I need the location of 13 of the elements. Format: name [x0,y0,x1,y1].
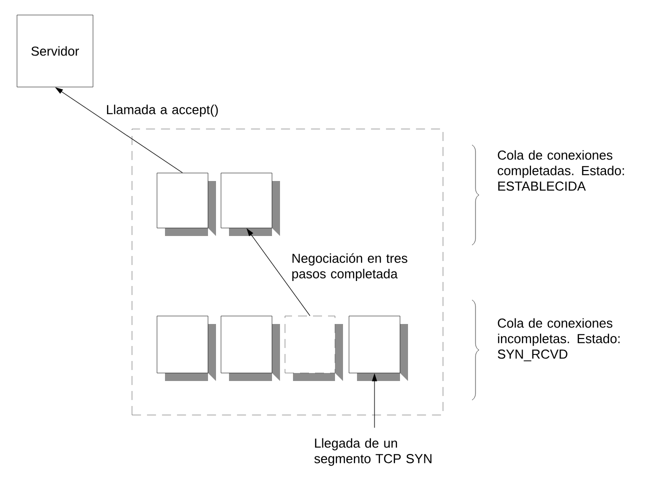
server-box: Servidor [16,14,94,88]
queue-box [348,316,400,374]
edge-label: Llamada a accept() [107,104,218,117]
dashed-queue-box [284,316,336,374]
caption-text: Llegada de un segmento TCP SYN [314,438,432,466]
queue-box [156,172,208,228]
queue-label: Cola de conexiones incompletas. Estado: SYN_RCVD [498,318,620,362]
queue-box [220,172,272,228]
queue-box [220,316,272,374]
edge-label: Negociación en tres pasos completada [292,253,408,281]
queue-label: Cola de conexiones completadas. Estado: ESTABLECIDA [498,150,624,191]
dashed-container [132,128,444,416]
queue-box [156,316,208,374]
